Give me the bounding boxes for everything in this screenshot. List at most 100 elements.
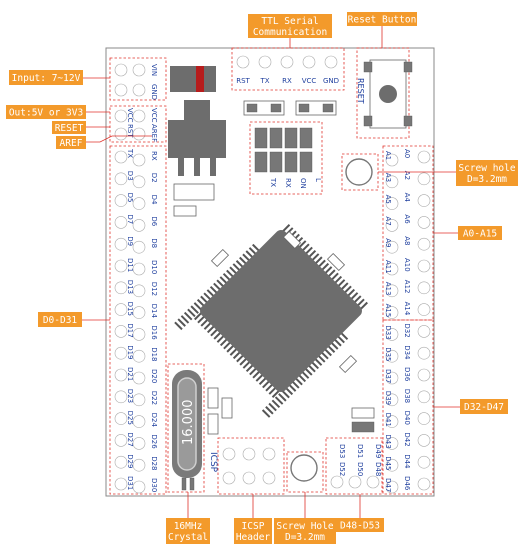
pin-label-d15: D15	[126, 302, 134, 316]
pad	[280, 55, 294, 69]
pad	[114, 172, 128, 186]
regulator-leg	[210, 158, 216, 176]
mcu-leg	[271, 389, 281, 398]
pin-label-a12: A12	[403, 280, 411, 294]
pad	[132, 415, 146, 428]
mcu-leg	[193, 302, 203, 311]
callout-ttl-box	[248, 14, 332, 38]
pad	[114, 109, 128, 123]
pad	[330, 475, 344, 489]
pin-label-a7: A7	[384, 216, 392, 225]
pin-label-d9: D9	[126, 236, 134, 246]
atmega-microcontroller	[174, 224, 368, 418]
mcu-leg	[180, 315, 190, 324]
pad	[417, 325, 431, 338]
smd-part	[270, 103, 282, 113]
pad	[385, 480, 399, 494]
pad	[132, 63, 146, 77]
callout-reset-button-box	[347, 12, 417, 26]
led-area-frame	[249, 121, 323, 195]
pin-label-a11: A11	[384, 260, 392, 274]
vcc-header-frame	[109, 105, 167, 143]
callout-screw-bottom-box	[274, 518, 336, 544]
pad	[385, 393, 399, 407]
pin-label-d19: D19	[126, 345, 134, 359]
mcu-leg	[359, 301, 368, 311]
callout-a0-a15-text: A0-A15	[463, 229, 497, 240]
mcu-leg	[239, 256, 248, 266]
pad	[114, 368, 128, 382]
pad	[417, 172, 431, 186]
smd-part	[254, 127, 268, 149]
smd-part	[254, 151, 268, 173]
mcu-leg	[317, 354, 326, 363]
pad	[114, 281, 128, 295]
pad	[132, 197, 146, 210]
pad	[222, 447, 236, 461]
screw-hole-bottom	[290, 454, 318, 482]
button-cap	[379, 85, 397, 103]
pad	[132, 219, 146, 232]
pad	[417, 390, 431, 404]
mcu-leg	[183, 311, 193, 321]
mcu-leg	[194, 311, 203, 321]
pad	[132, 127, 146, 141]
pin-label-vcc: VCC	[150, 108, 158, 123]
pin-label-d6: D6	[150, 216, 158, 226]
pad	[114, 150, 128, 164]
mcu-body	[200, 230, 362, 392]
pin-label-d49: D49	[374, 444, 382, 458]
pad	[132, 284, 146, 298]
icsp-silk-label: ICSP	[208, 452, 218, 473]
mcu-leg	[219, 276, 229, 285]
pad	[132, 109, 146, 123]
regulator-leg	[194, 158, 200, 176]
pad	[417, 368, 431, 382]
smd-part	[284, 151, 298, 173]
pad	[114, 390, 128, 404]
smd-part	[221, 397, 233, 419]
callout-icsp-line2: Header	[236, 532, 271, 543]
diode-band	[196, 66, 204, 92]
callout-d32-d47-text: D32-D47	[464, 402, 504, 413]
pin-label-vcc-left: VCC	[126, 108, 134, 123]
pad	[114, 194, 128, 207]
pin-label-tx: TX	[126, 148, 134, 158]
smd-part	[210, 248, 230, 268]
crystal-leg	[189, 477, 195, 491]
pad	[114, 455, 128, 469]
pad	[132, 349, 146, 363]
bottom-header-frame	[325, 437, 383, 495]
callout-reset-text: RESET	[55, 123, 84, 134]
smd-part	[326, 252, 346, 272]
voltage-regulator	[168, 100, 226, 176]
pin-label-d2: D2	[150, 173, 158, 183]
pad	[385, 349, 399, 363]
ttl-label-gnd: GND	[323, 77, 339, 85]
callout-input-box	[9, 70, 83, 85]
callout-crystal-line2: Crystal	[168, 532, 208, 543]
smd-part	[173, 183, 215, 201]
smd-part	[282, 230, 302, 250]
callout-out-box	[6, 105, 86, 119]
pin-label-d7: D7	[126, 214, 134, 224]
pin-label-d29: D29	[126, 454, 134, 468]
mcu-leg	[271, 399, 281, 409]
callout-icsp-line1: ICSP	[242, 521, 265, 532]
pin-label-a4: A4	[403, 193, 411, 203]
callout-ttl-line1: TTL Serial	[261, 16, 318, 27]
pin-label-d46: D46	[403, 476, 411, 491]
icsp-header-part: ICSP	[208, 447, 276, 485]
pad	[385, 284, 399, 298]
pin-label-rst: RST	[126, 124, 134, 138]
pad	[114, 216, 128, 229]
callout-aref-lead	[86, 135, 152, 143]
reset-button-part: RESET	[356, 59, 413, 129]
smd-part	[299, 127, 313, 149]
mcu-leg	[278, 393, 287, 402]
pad	[417, 346, 431, 360]
pad	[348, 475, 362, 489]
